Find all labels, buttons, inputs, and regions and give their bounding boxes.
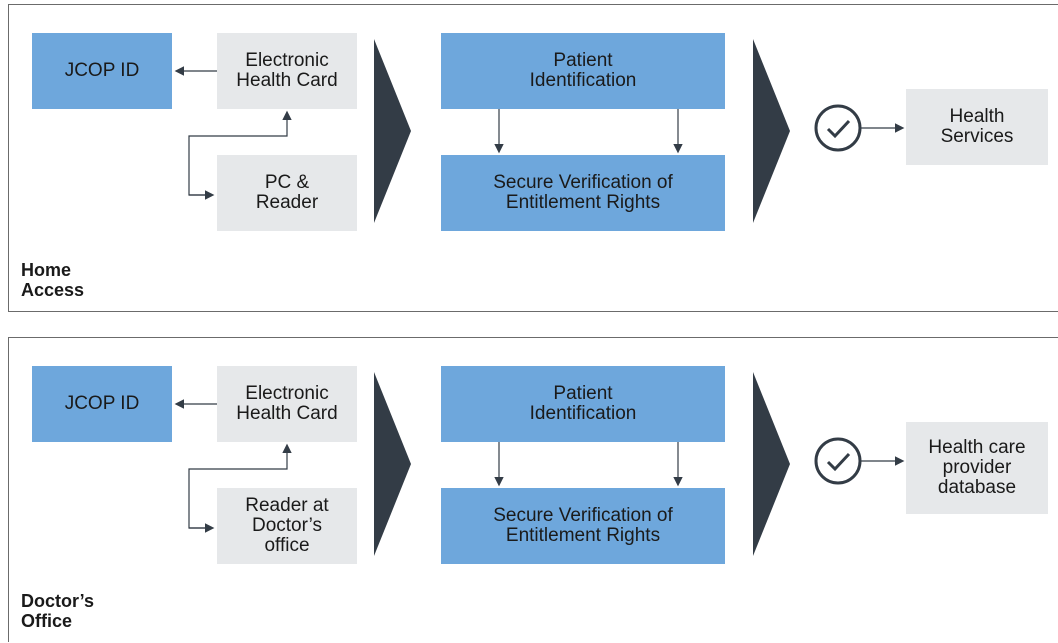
card-line-1: Electronic xyxy=(245,383,329,404)
result-line-3: database xyxy=(937,477,1017,498)
check-circle-icon xyxy=(814,104,862,152)
result-line-2: provider xyxy=(942,457,1012,478)
jcop-id-box: JCOP ID xyxy=(32,366,172,442)
arrow-to-card xyxy=(188,110,292,196)
doctor-connectors xyxy=(174,372,905,556)
reader-line-1: Reader at xyxy=(245,495,329,516)
jcop-id-label: JCOP ID xyxy=(64,60,140,81)
patient-line-1: Patient xyxy=(553,50,613,71)
card-line-2: Health Card xyxy=(236,70,338,91)
reader-line-1: PC & xyxy=(264,172,310,193)
chevron-right-icon xyxy=(374,372,411,556)
reader-box: PC &Reader xyxy=(217,155,357,231)
chevron-right-icon xyxy=(753,372,790,556)
card-line-2: Health Card xyxy=(236,403,338,424)
card-line-1: Electronic xyxy=(245,50,329,71)
arrow-to-card xyxy=(188,443,292,529)
verify-line-2: Entitlement Rights xyxy=(505,192,661,213)
result-line-1: Health xyxy=(949,106,1005,127)
patient-line-2: Identification xyxy=(529,70,637,91)
reader-line-3: office xyxy=(264,535,310,556)
patient-line-1: Patient xyxy=(553,383,613,404)
verify-line-1: Secure Verification of xyxy=(493,172,673,193)
chevron-right-icon xyxy=(753,39,790,223)
result-line-1: Health care xyxy=(928,437,1026,458)
jcop-id-label: JCOP ID xyxy=(64,393,140,414)
chevron-right-icon xyxy=(374,39,411,223)
verify-line-1: Secure Verification of xyxy=(493,505,673,526)
patient-line-2: Identification xyxy=(529,403,637,424)
check-circle-icon xyxy=(814,437,862,485)
verify-line-2: Entitlement Rights xyxy=(505,525,661,546)
result-line-2: Services xyxy=(940,126,1014,147)
reader-line-2: Doctor’s xyxy=(251,515,323,536)
home-connectors xyxy=(174,39,905,223)
jcop-id-box: JCOP ID xyxy=(32,33,172,109)
reader-line-2: Reader xyxy=(255,192,319,213)
